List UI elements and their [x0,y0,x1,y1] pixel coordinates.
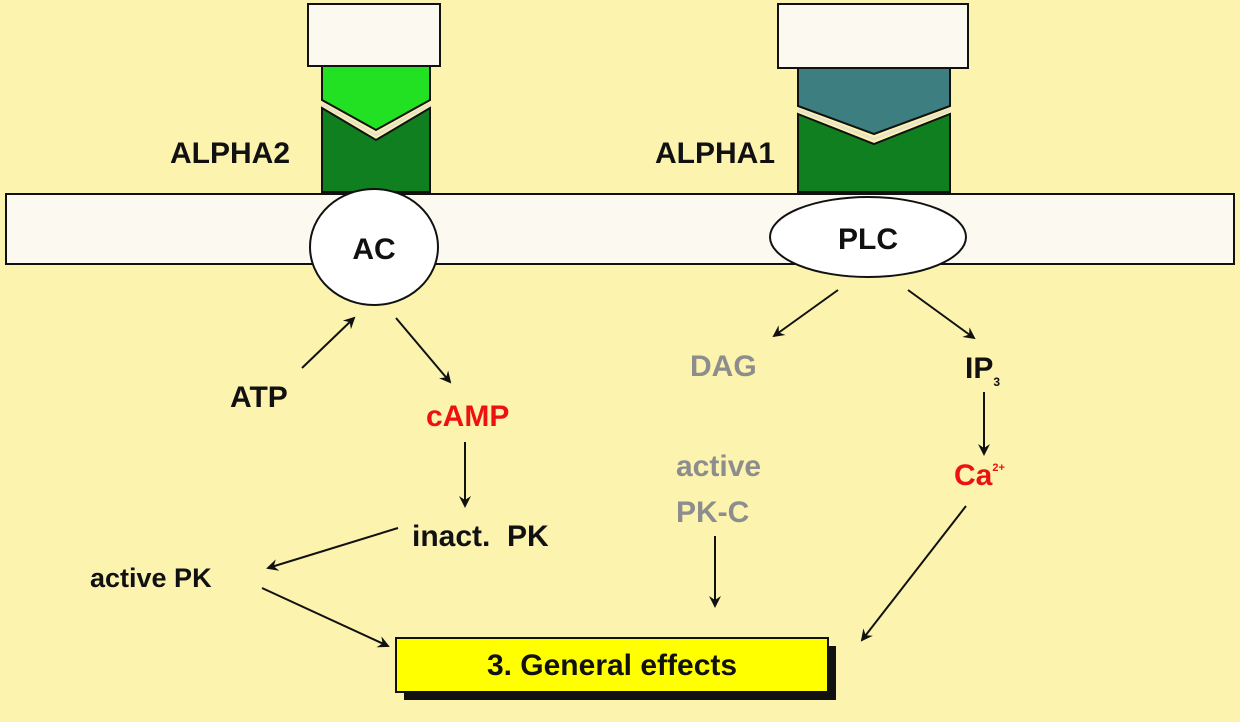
alpha1-receptor-notch-line [797,108,951,141]
alpha1-receptor-body [797,112,951,193]
ip3-base: IP [965,352,993,385]
arrow-inactive-pk-to-active-pk [266,527,399,571]
dag-label: DAG [690,350,757,383]
active-pkc-line1: active [676,450,761,483]
calcium-superscript: 2+ [992,462,1005,474]
alpha1-receptor [777,3,969,193]
arrow-atp-to-ac [301,316,356,369]
arrow-active-pk-to-effects [261,587,390,648]
alpha1-receptor-ligand-part [797,67,951,136]
cell-membrane [5,193,1235,265]
plc-label: PLC [838,223,898,256]
alpha1-receptor-cap [777,3,969,69]
alpha2-receptor-cap [307,3,441,67]
alpha2-label: ALPHA2 [170,137,290,170]
active-pk-label: active PK [90,563,212,593]
pathway-arrows [261,289,990,648]
arrow-calcium-to-effects [860,505,967,642]
alpha2-receptor-notch-line [321,102,431,137]
arrow-plc-to-ip3 [907,289,976,340]
arrow-ac-to-camp [395,317,452,384]
alpha2-receptor-ligand-part [321,65,431,132]
alpha2-receptor [307,3,441,193]
plc-enzyme [769,196,967,278]
ip3-subscript: 3 [993,375,1000,389]
calcium-base: Ca [954,459,993,492]
general-effects-box: 3. General effects [395,637,836,700]
calcium-label: Ca2+ [954,459,1005,492]
effects-box-face [395,637,829,693]
inactive-pk-label: inact. PK [412,520,549,553]
atp-label: ATP [230,381,288,414]
effects-box-label: 3. General effects [487,649,737,682]
alpha2-receptor-body [321,106,431,193]
camp-label: cAMP [426,400,509,433]
ac-enzyme [309,188,439,306]
ac-label: AC [352,233,395,266]
ip3-label: IP3 [965,352,1000,389]
arrow-plc-to-dag [772,289,839,338]
alpha1-label: ALPHA1 [655,137,775,170]
active-pkc-line2: PK-C [676,496,749,529]
